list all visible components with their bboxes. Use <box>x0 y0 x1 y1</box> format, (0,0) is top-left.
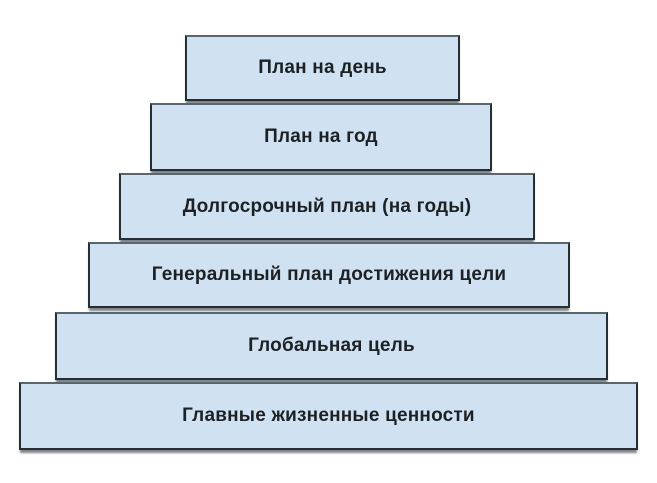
pyramid-level-dolgosrochny-plan: Долгосрочный план (на годы) <box>119 173 535 240</box>
pyramid-level-label: Главные жизненные ценности <box>182 405 475 426</box>
pyramid-level-label: Генеральный план достижения цели <box>151 264 507 285</box>
pyramid-level-label: Долгосрочный план (на годы) <box>182 195 472 217</box>
pyramid-level-plan-na-god: План на год <box>150 103 492 171</box>
pyramid-level-generalny-plan: Генеральный план достижения цели <box>88 242 570 308</box>
pyramid-level-label: Глобальная цель <box>248 335 415 356</box>
pyramid-level-label: План на день <box>258 57 387 78</box>
pyramid-level-glavnye-tsennosti: Главные жизненные ценности <box>19 382 638 450</box>
pyramid-level-globalnaya-tsel: Глобальная цель <box>55 312 608 380</box>
pyramid-level-label: План на год <box>264 126 378 147</box>
pyramid-level-plan-na-den: План на день <box>185 35 460 101</box>
